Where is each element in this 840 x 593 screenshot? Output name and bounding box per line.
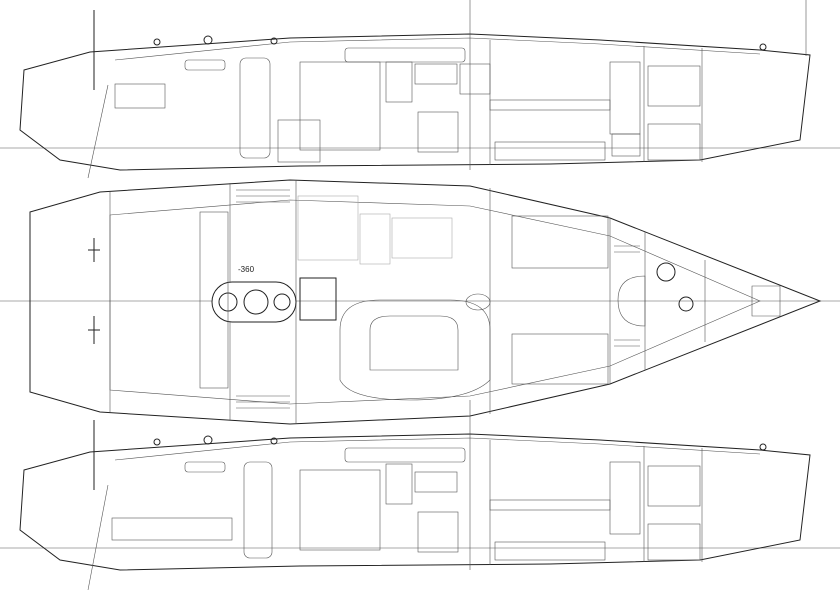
galley-counter xyxy=(211,281,297,323)
profile-view-top xyxy=(0,0,840,179)
heel-angle-label: -360 xyxy=(238,265,255,274)
profile-view-bottom xyxy=(0,400,840,591)
stove-grid-icon xyxy=(243,289,269,315)
plan-view: -360 xyxy=(0,179,840,425)
hull-plan-outline xyxy=(29,179,822,425)
hull-profile-bottom xyxy=(19,433,811,571)
hull-profile-top xyxy=(19,33,811,171)
